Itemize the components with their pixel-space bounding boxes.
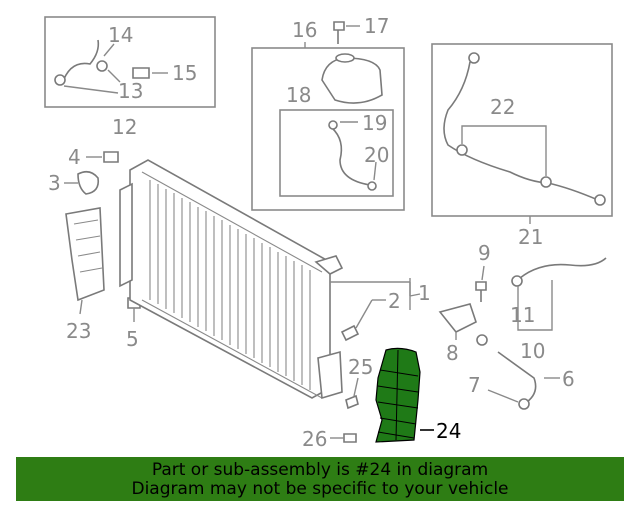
callout-7: 7 <box>468 373 481 397</box>
banner-line-2: Diagram may not be specific to your vehi… <box>131 479 509 499</box>
drain-plug-2 <box>340 324 360 342</box>
callout-18: 18 <box>286 83 311 107</box>
box-16 <box>251 47 405 211</box>
bolt-25 <box>345 394 359 410</box>
clamp-20 <box>367 181 377 191</box>
hose-21 <box>443 61 599 201</box>
clamp-end <box>594 194 606 206</box>
bolt-4 <box>103 151 119 163</box>
box-18 <box>279 109 394 197</box>
callout-19: 19 <box>362 111 387 135</box>
radiator <box>119 159 344 400</box>
callout-1: 1 <box>418 281 431 305</box>
mount-3 <box>77 170 100 195</box>
reservoir-cap <box>335 53 355 63</box>
callout-14: 14 <box>108 23 133 47</box>
callout-3: 3 <box>48 171 61 195</box>
bracket-23 <box>65 207 105 302</box>
clamp-13a <box>54 74 66 86</box>
hose-11 <box>519 257 607 279</box>
clamp-13b <box>96 60 108 72</box>
callout-5: 5 <box>126 327 139 351</box>
clamp-22b <box>540 176 552 188</box>
hose-6 <box>497 351 537 405</box>
callout-8: 8 <box>446 341 459 365</box>
air-deflector-24 <box>375 347 421 443</box>
hose-19-20 <box>331 127 371 186</box>
callout-24: 24 <box>436 419 461 443</box>
clamp-7b <box>518 398 530 410</box>
hose-14 <box>61 39 100 85</box>
callout-9: 9 <box>478 241 491 265</box>
callout-21: 21 <box>518 225 543 249</box>
clamp-7a <box>476 334 488 346</box>
box-21 <box>431 43 613 217</box>
callout-20: 20 <box>364 143 389 167</box>
bolt-9 <box>475 281 487 302</box>
callout-13: 13 <box>118 79 143 103</box>
callout-11: 11 <box>510 303 535 327</box>
callout-15: 15 <box>172 61 197 85</box>
reservoir <box>321 57 383 104</box>
banner-line-1: Part or sub-assembly is #24 in diagram <box>151 460 489 480</box>
callout-4: 4 <box>68 145 81 169</box>
bolt-26 <box>343 433 357 443</box>
bolt-17 <box>333 21 345 44</box>
callout-2: 2 <box>388 289 401 313</box>
outlet-8 <box>438 303 477 334</box>
callout-17: 17 <box>364 14 389 38</box>
callout-22: 22 <box>490 95 515 119</box>
callout-12: 12 <box>112 115 137 139</box>
box-12 <box>44 16 216 108</box>
callout-25: 25 <box>348 355 373 379</box>
clamp-11 <box>511 275 523 287</box>
fitting-15 <box>132 67 150 79</box>
callout-10: 10 <box>520 339 545 363</box>
clamp-22a <box>456 144 468 156</box>
parts-diagram: 14 13 15 12 16 17 18 19 20 22 21 4 3 23 … <box>44 14 613 451</box>
callout-23: 23 <box>66 319 91 343</box>
callout-26: 26 <box>302 427 327 451</box>
notice-banner: Part or sub-assembly is #24 in diagram D… <box>16 457 624 501</box>
clamp-top <box>468 52 480 64</box>
callout-6: 6 <box>562 367 575 391</box>
callout-16: 16 <box>292 18 317 42</box>
clamp-19 <box>328 120 338 130</box>
